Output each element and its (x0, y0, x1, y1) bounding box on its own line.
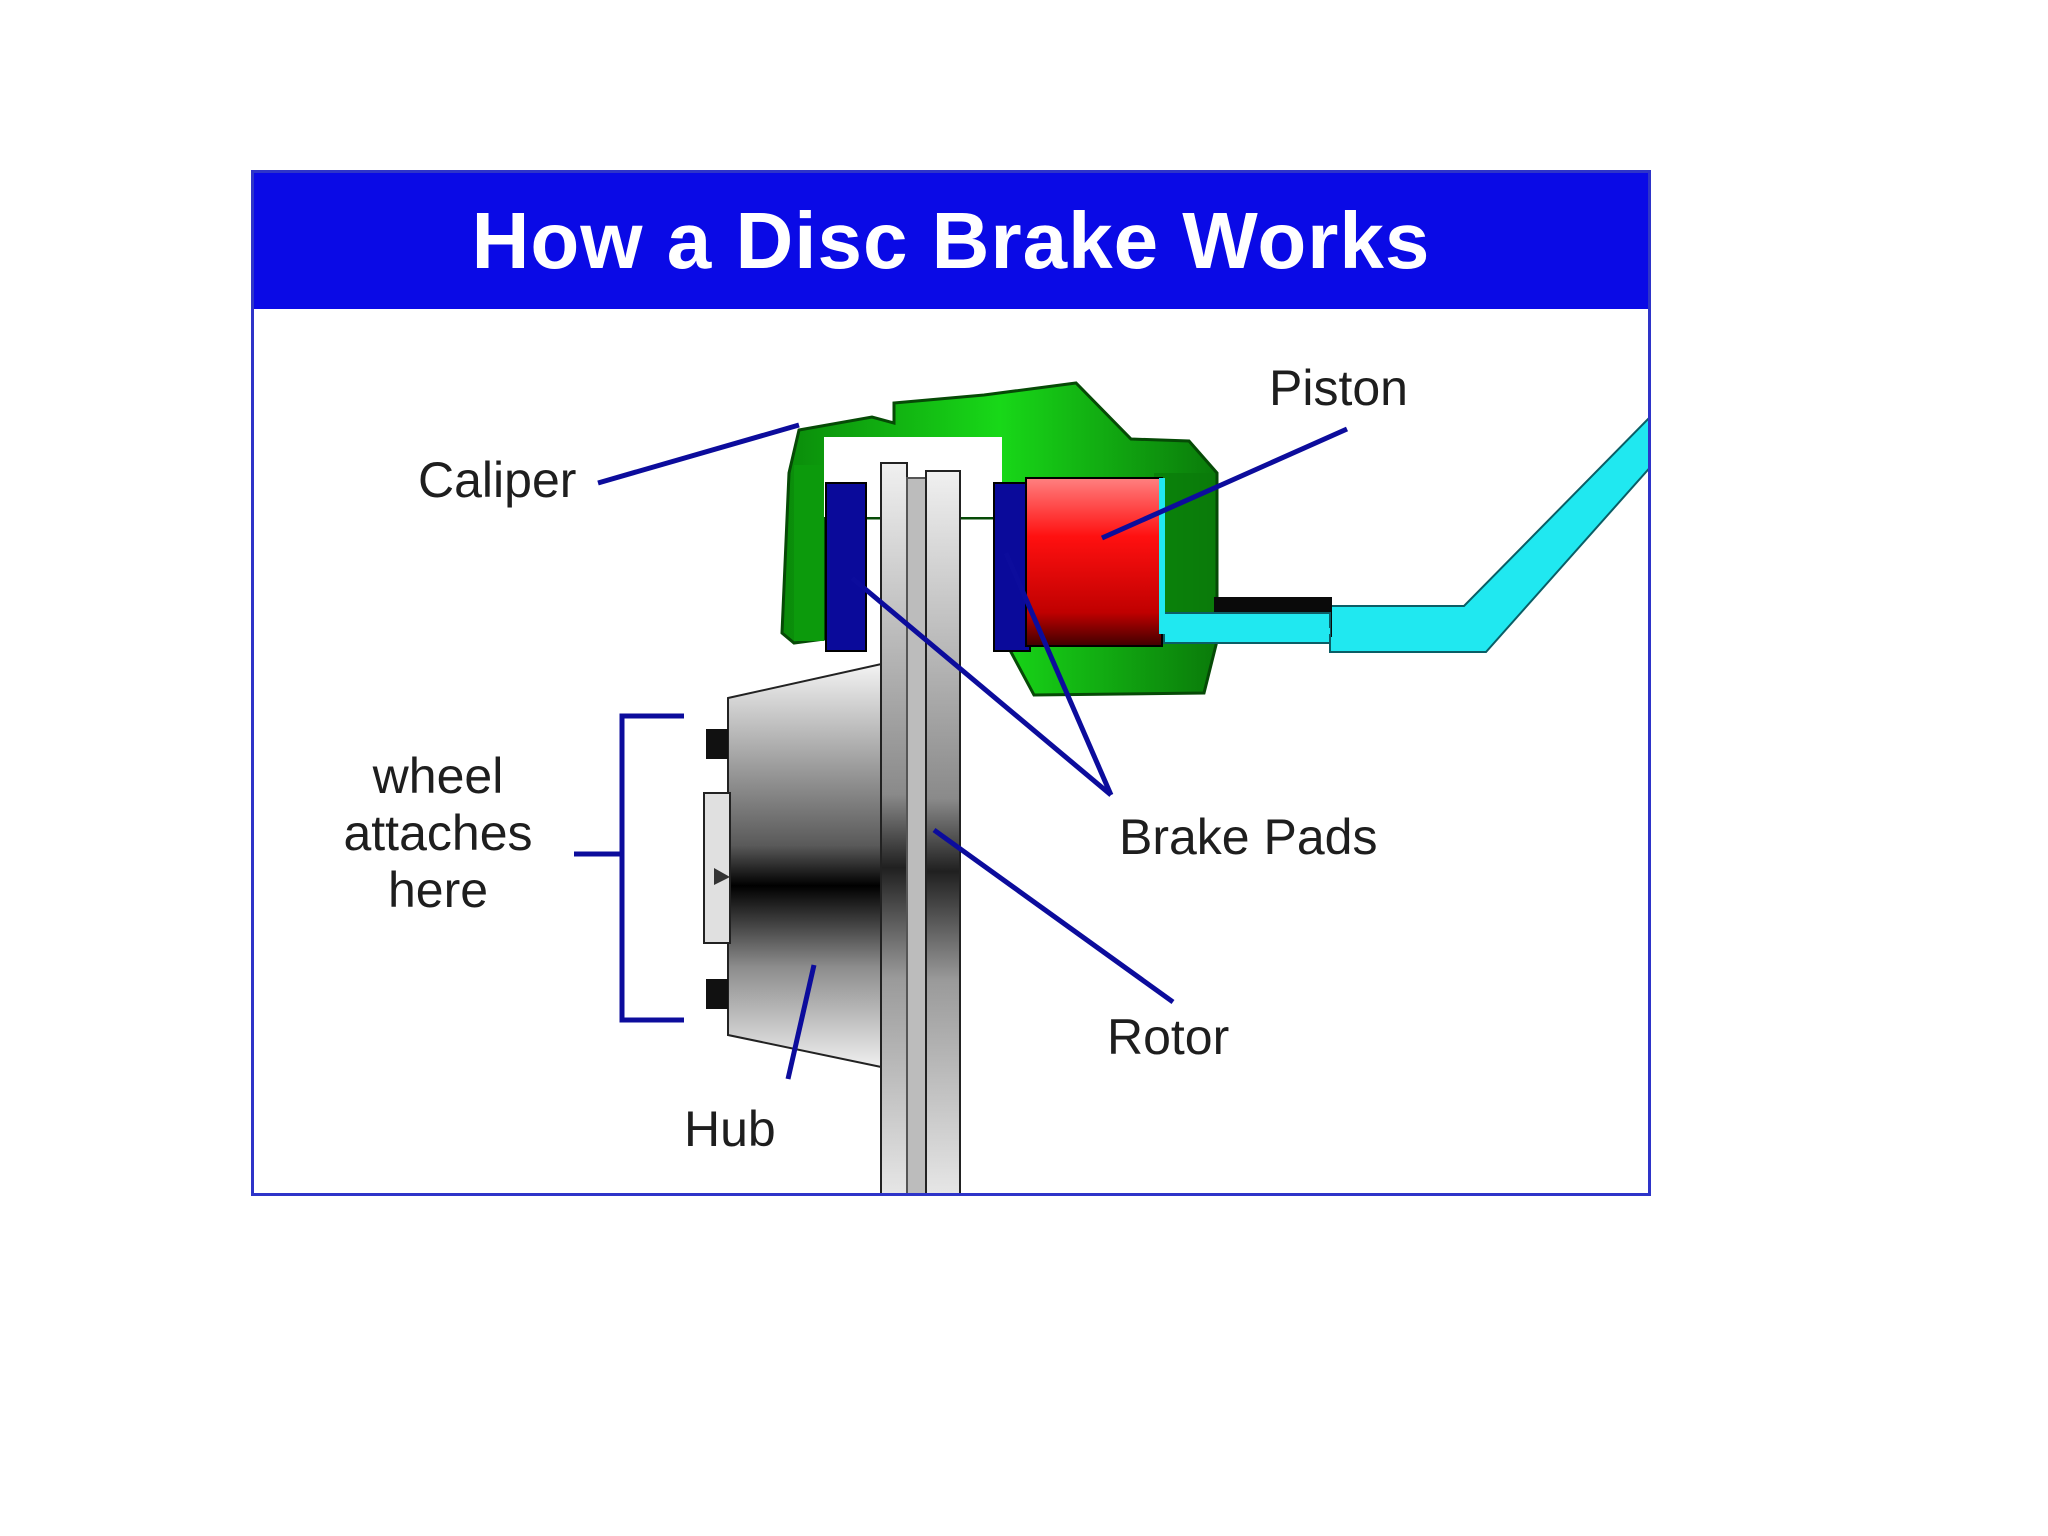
brake-pad-leader-left (850, 576, 1113, 797)
diagram-frame: Caliper Piston wheel attaches here Brake… (251, 170, 1651, 1196)
wheel-label-line2: attaches (343, 805, 532, 861)
rotor-leader (932, 827, 1175, 1005)
brake-pad-leader-right (1003, 552, 1114, 796)
wheel-label-line3: here (388, 862, 488, 918)
hydraulic-line (1329, 417, 1648, 653)
disc-brake-diagram: Caliper Piston wheel attaches here Brake… (343, 360, 1648, 1193)
hub-leader (785, 964, 817, 1080)
caliper-leader (597, 422, 800, 486)
piston-label: Piston (1269, 360, 1408, 416)
rotor (880, 462, 961, 1193)
title-bar: How a Disc Brake Works (254, 173, 1648, 309)
brake-pad-left (825, 482, 867, 652)
fluid-passage (1159, 478, 1330, 634)
wheel-label-line1: wheel (372, 748, 504, 804)
brake-pads-label: Brake Pads (1119, 809, 1377, 865)
hub (703, 661, 887, 1070)
piston (1025, 477, 1163, 647)
hub-label: Hub (684, 1101, 776, 1157)
caliper-label: Caliper (418, 452, 576, 508)
wheel-bracket (619, 713, 684, 1023)
diagram-title: How a Disc Brake Works (471, 196, 1431, 285)
piston-leader (1100, 426, 1349, 541)
rotor-label: Rotor (1107, 1009, 1229, 1065)
